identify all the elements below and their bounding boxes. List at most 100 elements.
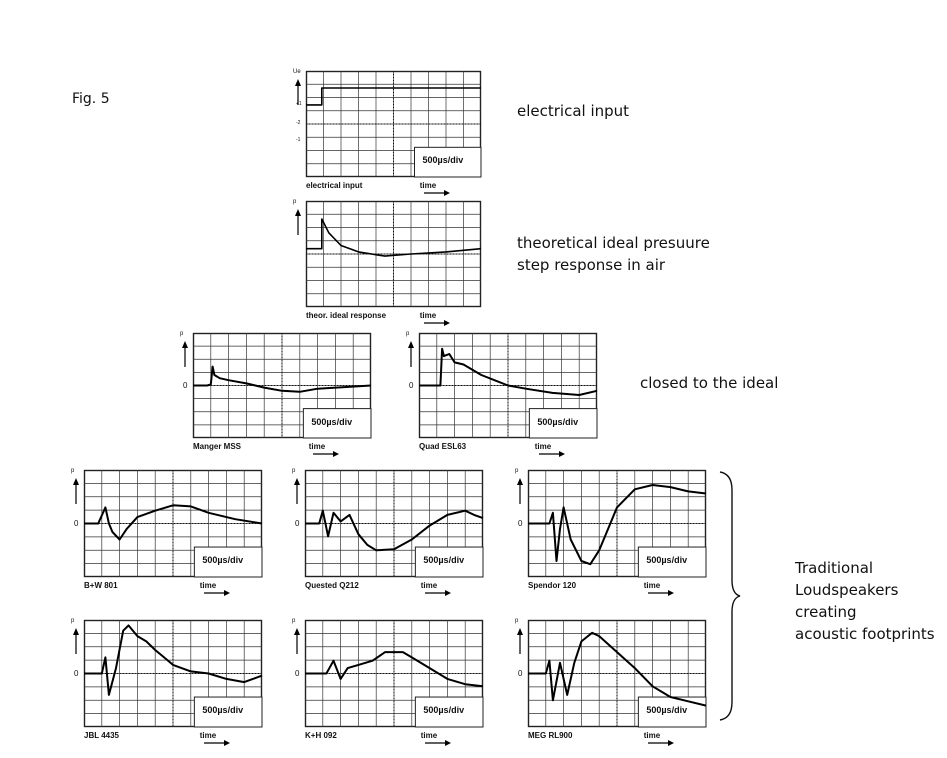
panel-caption: B+W 801 xyxy=(84,581,118,590)
y-axis-label: p xyxy=(71,468,75,474)
panel-caption: Manger MSS xyxy=(193,442,242,451)
note-traditional: Traditional Loudspeakers creating acoust… xyxy=(795,557,935,645)
scale-box xyxy=(302,408,372,439)
scale-box xyxy=(637,546,707,578)
time-axis-label: time xyxy=(419,181,437,190)
y-axis-arrow-icon xyxy=(294,628,300,654)
note-ideal-response: theoretical ideal presuure step response… xyxy=(517,232,710,276)
y-axis-arrow-icon xyxy=(295,79,301,105)
y-axis-label: p xyxy=(515,618,519,624)
note-traditional-line1: Traditional xyxy=(795,559,874,577)
y-tick-label: -2 xyxy=(296,119,301,126)
zero-label: 0 xyxy=(295,668,300,678)
y-axis-label: p xyxy=(180,331,184,337)
time-arrow-icon xyxy=(647,590,674,596)
time-axis-label: time xyxy=(308,442,326,451)
time-axis-caption: time xyxy=(644,731,674,746)
y-axis-label: p xyxy=(293,199,297,205)
y-axis-arrow-icon xyxy=(182,341,188,367)
scope-screen-meg xyxy=(527,619,707,728)
y-axis-arrow-icon xyxy=(517,628,523,654)
trace-jbl xyxy=(84,624,263,696)
curly-brace xyxy=(719,471,741,721)
time-arrow-icon xyxy=(424,590,451,596)
time-arrow-icon xyxy=(312,451,339,457)
time-axis-caption: time xyxy=(420,311,450,326)
time-axis-caption: time xyxy=(644,581,674,596)
time-axis-label: time xyxy=(420,731,438,740)
scale-label: 500µs/div xyxy=(422,155,464,166)
y-tick-label: -1 xyxy=(296,136,301,143)
time-axis-caption: time xyxy=(309,442,339,457)
scale-label: 500µs/div xyxy=(202,705,244,716)
note-traditional-line4: acoustic footprints xyxy=(795,625,935,643)
zero-label: 0 xyxy=(183,380,188,390)
time-axis-caption: time xyxy=(200,581,230,596)
trace-meg xyxy=(528,631,707,707)
note-traditional-line3: creating xyxy=(795,603,857,621)
scale-label: 500µs/div xyxy=(537,416,579,427)
time-axis-caption: time xyxy=(421,731,451,746)
scope-screen-electrical xyxy=(305,70,482,178)
time-axis-caption: time xyxy=(420,181,450,196)
time-arrow-icon xyxy=(203,740,230,746)
time-axis-label: time xyxy=(643,581,661,590)
trace-bw801 xyxy=(84,504,263,541)
scale-box xyxy=(414,546,484,578)
zero-label: 0 xyxy=(74,518,79,528)
scope-screen-manger xyxy=(192,332,372,439)
y-axis-label: p xyxy=(515,468,519,474)
zero-label: 0 xyxy=(295,518,300,528)
time-axis-label: time xyxy=(420,581,438,590)
y-axis-arrow-icon xyxy=(73,628,79,654)
scope-screen-quested xyxy=(304,469,484,578)
time-axis-caption: time xyxy=(200,731,230,746)
time-arrow-icon xyxy=(423,190,450,196)
time-axis-label: time xyxy=(534,442,552,451)
zero-label: 0 xyxy=(74,668,79,678)
trace-quad xyxy=(419,347,598,396)
note-traditional-line2: Loudspeakers xyxy=(795,581,899,599)
figure-label: Fig. 5 xyxy=(72,91,110,107)
zero-label: 0 xyxy=(409,380,414,390)
scale-label: 500µs/div xyxy=(646,705,688,716)
scope-screen-jbl xyxy=(83,619,263,728)
scale-box xyxy=(414,696,484,728)
panel-caption: JBL 4435 xyxy=(84,731,119,740)
time-axis-label: time xyxy=(199,581,217,590)
scale-box xyxy=(193,696,263,728)
time-axis-label: time xyxy=(199,731,217,740)
scale-label: 500µs/div xyxy=(202,555,244,566)
scale-box xyxy=(528,408,598,439)
y-axis-label: p xyxy=(406,331,410,337)
time-axis-caption: time xyxy=(535,442,565,457)
y-tick-label: +1 xyxy=(296,100,302,107)
note-ideal-line1: theoretical ideal presuure xyxy=(517,234,710,252)
y-axis-label: p xyxy=(71,618,75,624)
scope-screen-quad xyxy=(418,332,598,439)
scope-screen-bw801 xyxy=(83,469,263,578)
panel-caption: K+H 092 xyxy=(305,731,337,740)
scale-label: 500µs/div xyxy=(646,555,688,566)
y-axis-label: p xyxy=(292,468,296,474)
time-axis-label: time xyxy=(643,731,661,740)
trace-electrical xyxy=(306,87,481,106)
scope-screen-kh xyxy=(304,619,484,728)
zero-label: 0 xyxy=(518,518,523,528)
time-axis-caption: time xyxy=(421,581,451,596)
trace-ideal xyxy=(306,218,482,257)
scale-label: 500µs/div xyxy=(423,555,465,566)
y-axis-arrow-icon xyxy=(294,478,300,504)
scope-screen-spendor xyxy=(527,469,707,578)
scale-label: 500µs/div xyxy=(311,416,353,427)
note-ideal-line2: step response in air xyxy=(517,256,666,274)
